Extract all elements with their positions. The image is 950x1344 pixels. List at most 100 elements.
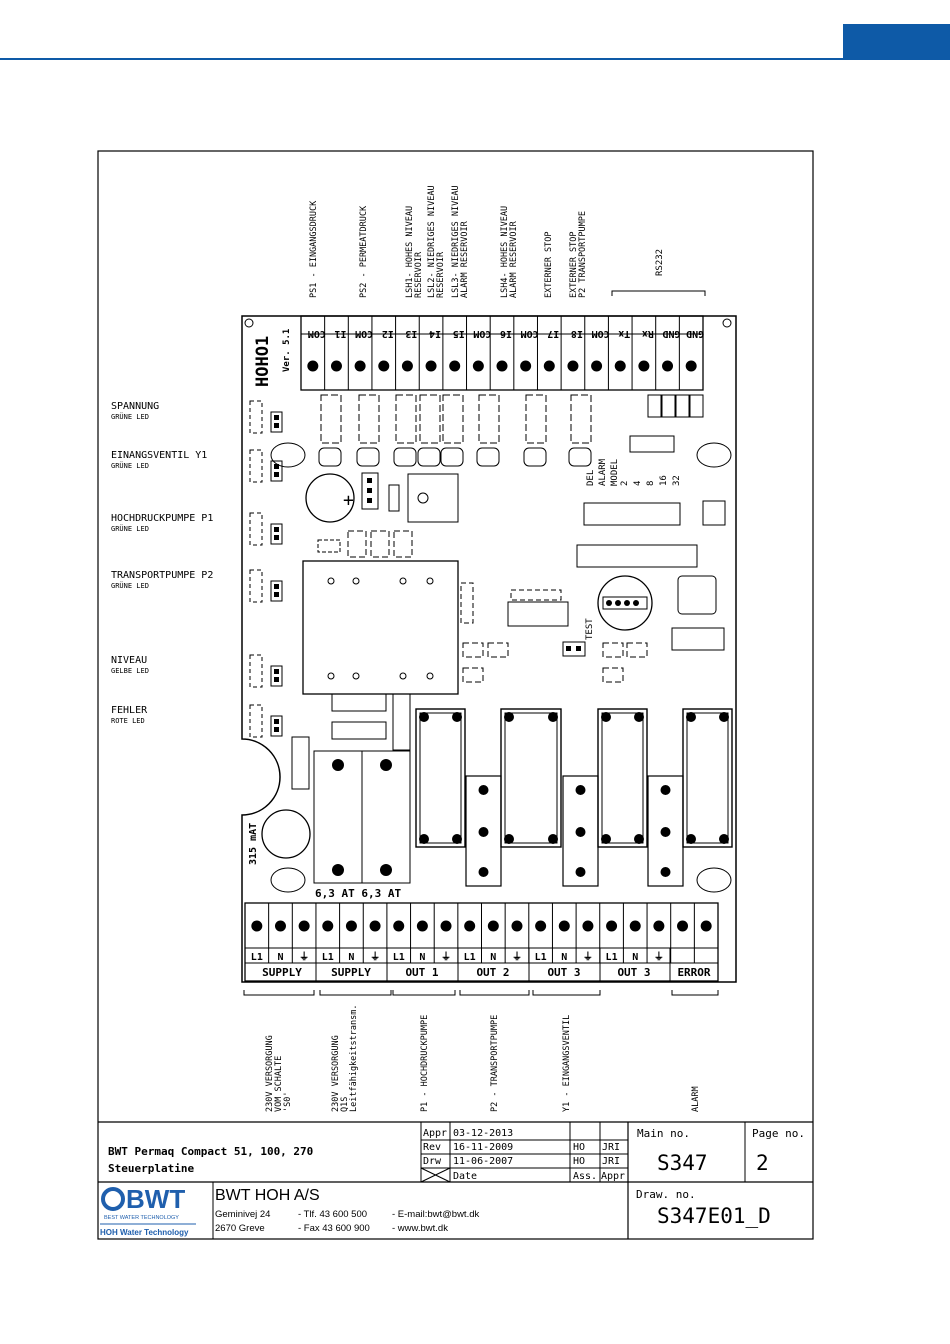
component-block-small [487, 642, 509, 658]
bottom-terminal-letter: N [277, 952, 283, 963]
bottom-desc-line2: VOM SCHALTE [274, 1056, 284, 1112]
component-small [317, 539, 341, 553]
group-bracket [532, 990, 601, 996]
terminal-screw [487, 920, 499, 932]
rev-by2: JRI [602, 1142, 620, 1153]
ic-socket-pin [417, 492, 429, 504]
bottom-terminal-letter: ⏚ [441, 951, 451, 963]
relay-pin [548, 834, 558, 844]
led-pin [274, 719, 279, 724]
fuse-holder-small-a [331, 693, 387, 712]
terminal-screw [685, 360, 697, 372]
led-pin [274, 584, 279, 589]
fuse-small-label: 315 mAT [248, 823, 259, 865]
relay-pin [634, 834, 644, 844]
fuse-contact [332, 864, 344, 876]
bottom-desc-line1: 230V VERSORGUNG [331, 1035, 341, 1112]
crystal-x1 [507, 601, 569, 627]
title-block-texts: BWT Permaq Compact 51, 100, 270Steuerpla… [100, 1127, 805, 1237]
appr-label: Appr [601, 1171, 625, 1182]
terminal-screw [369, 920, 381, 932]
bottom-terminal-letter: N [561, 952, 567, 963]
pcb-outline [241, 315, 737, 983]
bottom-terminal-letter: N [490, 952, 496, 963]
led-body [270, 411, 283, 433]
transformer-pin [399, 672, 407, 680]
main-no: S347 [657, 1151, 708, 1175]
component-small [388, 484, 400, 512]
rev-date: 11-06-2007 [453, 1156, 513, 1167]
component-block-foot [356, 447, 380, 467]
terminal-screw [401, 360, 413, 372]
bottom-terminal-letter: ⏚ [512, 951, 522, 963]
logo-text: BWT [126, 1184, 185, 1214]
test-button [562, 641, 586, 657]
led-color: GRÜNE LED [111, 461, 149, 470]
led-body [270, 580, 283, 602]
relay [415, 708, 466, 848]
relay-pin [719, 712, 729, 722]
terminal-screw [511, 920, 523, 932]
top-label-line1: LSL3- NIEDRIGES NIVEAU [451, 185, 461, 298]
bottom-terminal-letter: ⏚ [370, 951, 380, 963]
bottom-desc-line2: Q1S [340, 1097, 350, 1112]
component-block [570, 394, 592, 444]
dip-label: 4 [633, 481, 643, 486]
component-block-small [602, 642, 624, 658]
rev-by: HO [573, 1142, 585, 1153]
top-terminal-label: COM [473, 328, 491, 339]
terminal-screw [653, 920, 665, 932]
regulator-b [370, 530, 390, 558]
led-pin [274, 677, 279, 682]
relay-inner [504, 712, 558, 844]
page-no: 2 [756, 1151, 769, 1175]
web: - www.bwt.dk [392, 1223, 448, 1234]
relay-pin [419, 712, 429, 722]
transformer-pin [327, 672, 335, 680]
fuse-contact [380, 864, 392, 876]
component-block-small [661, 394, 676, 418]
terminal-screw [638, 360, 650, 372]
relay-small [562, 775, 599, 887]
led-color: GRÜNE LED [111, 412, 149, 421]
led-name: TRANSPORTPUMPE P2 [111, 570, 213, 581]
bottom-terminal-letter: L1 [535, 952, 547, 963]
terminal-screw [582, 920, 594, 932]
top-terminal-label: I4 [429, 328, 441, 339]
dip-label: 16 [659, 475, 669, 486]
bottom-terminal-letter: N [419, 952, 425, 963]
top-label-line1: EXTERNER STOP [544, 231, 554, 298]
component-block [525, 394, 547, 444]
rev-label: Appr [423, 1128, 447, 1139]
led-body [270, 665, 283, 687]
relay-pin [504, 834, 514, 844]
led-pin [274, 669, 279, 674]
relay-pin [452, 712, 462, 722]
draw-no: S347E01_D [657, 1204, 771, 1228]
test-button-pin [576, 646, 581, 651]
terminal-screw [472, 360, 484, 372]
ic-socket [407, 473, 459, 523]
header-accent-block [843, 24, 950, 59]
top-terminal-label: I6 [500, 328, 512, 339]
relay-pin [719, 834, 729, 844]
bottom-desc-line3: Leitfähigkeitstransm. [349, 1005, 359, 1112]
ass-label: Ass. [573, 1171, 597, 1182]
bottom-desc-line1: P1 - HOCHDRUCKPUMPE [420, 1015, 430, 1112]
relay-pin [504, 712, 514, 722]
led-resistor [249, 654, 263, 688]
led-resistor [249, 449, 263, 483]
led-color: GRÜNE LED [111, 581, 149, 590]
oval-cutout-right-1 [696, 442, 732, 468]
test-label: TEST [585, 618, 595, 640]
logo-tagline: BEST WATER TECHNOLOGY [104, 1215, 179, 1221]
terminal-screw [543, 360, 555, 372]
rev-by: HO [573, 1156, 585, 1167]
component-block-small [462, 667, 484, 683]
component-block [320, 394, 342, 444]
jumper-j1 [361, 472, 379, 510]
component-block-small [675, 394, 690, 418]
terminal-screw [629, 920, 641, 932]
